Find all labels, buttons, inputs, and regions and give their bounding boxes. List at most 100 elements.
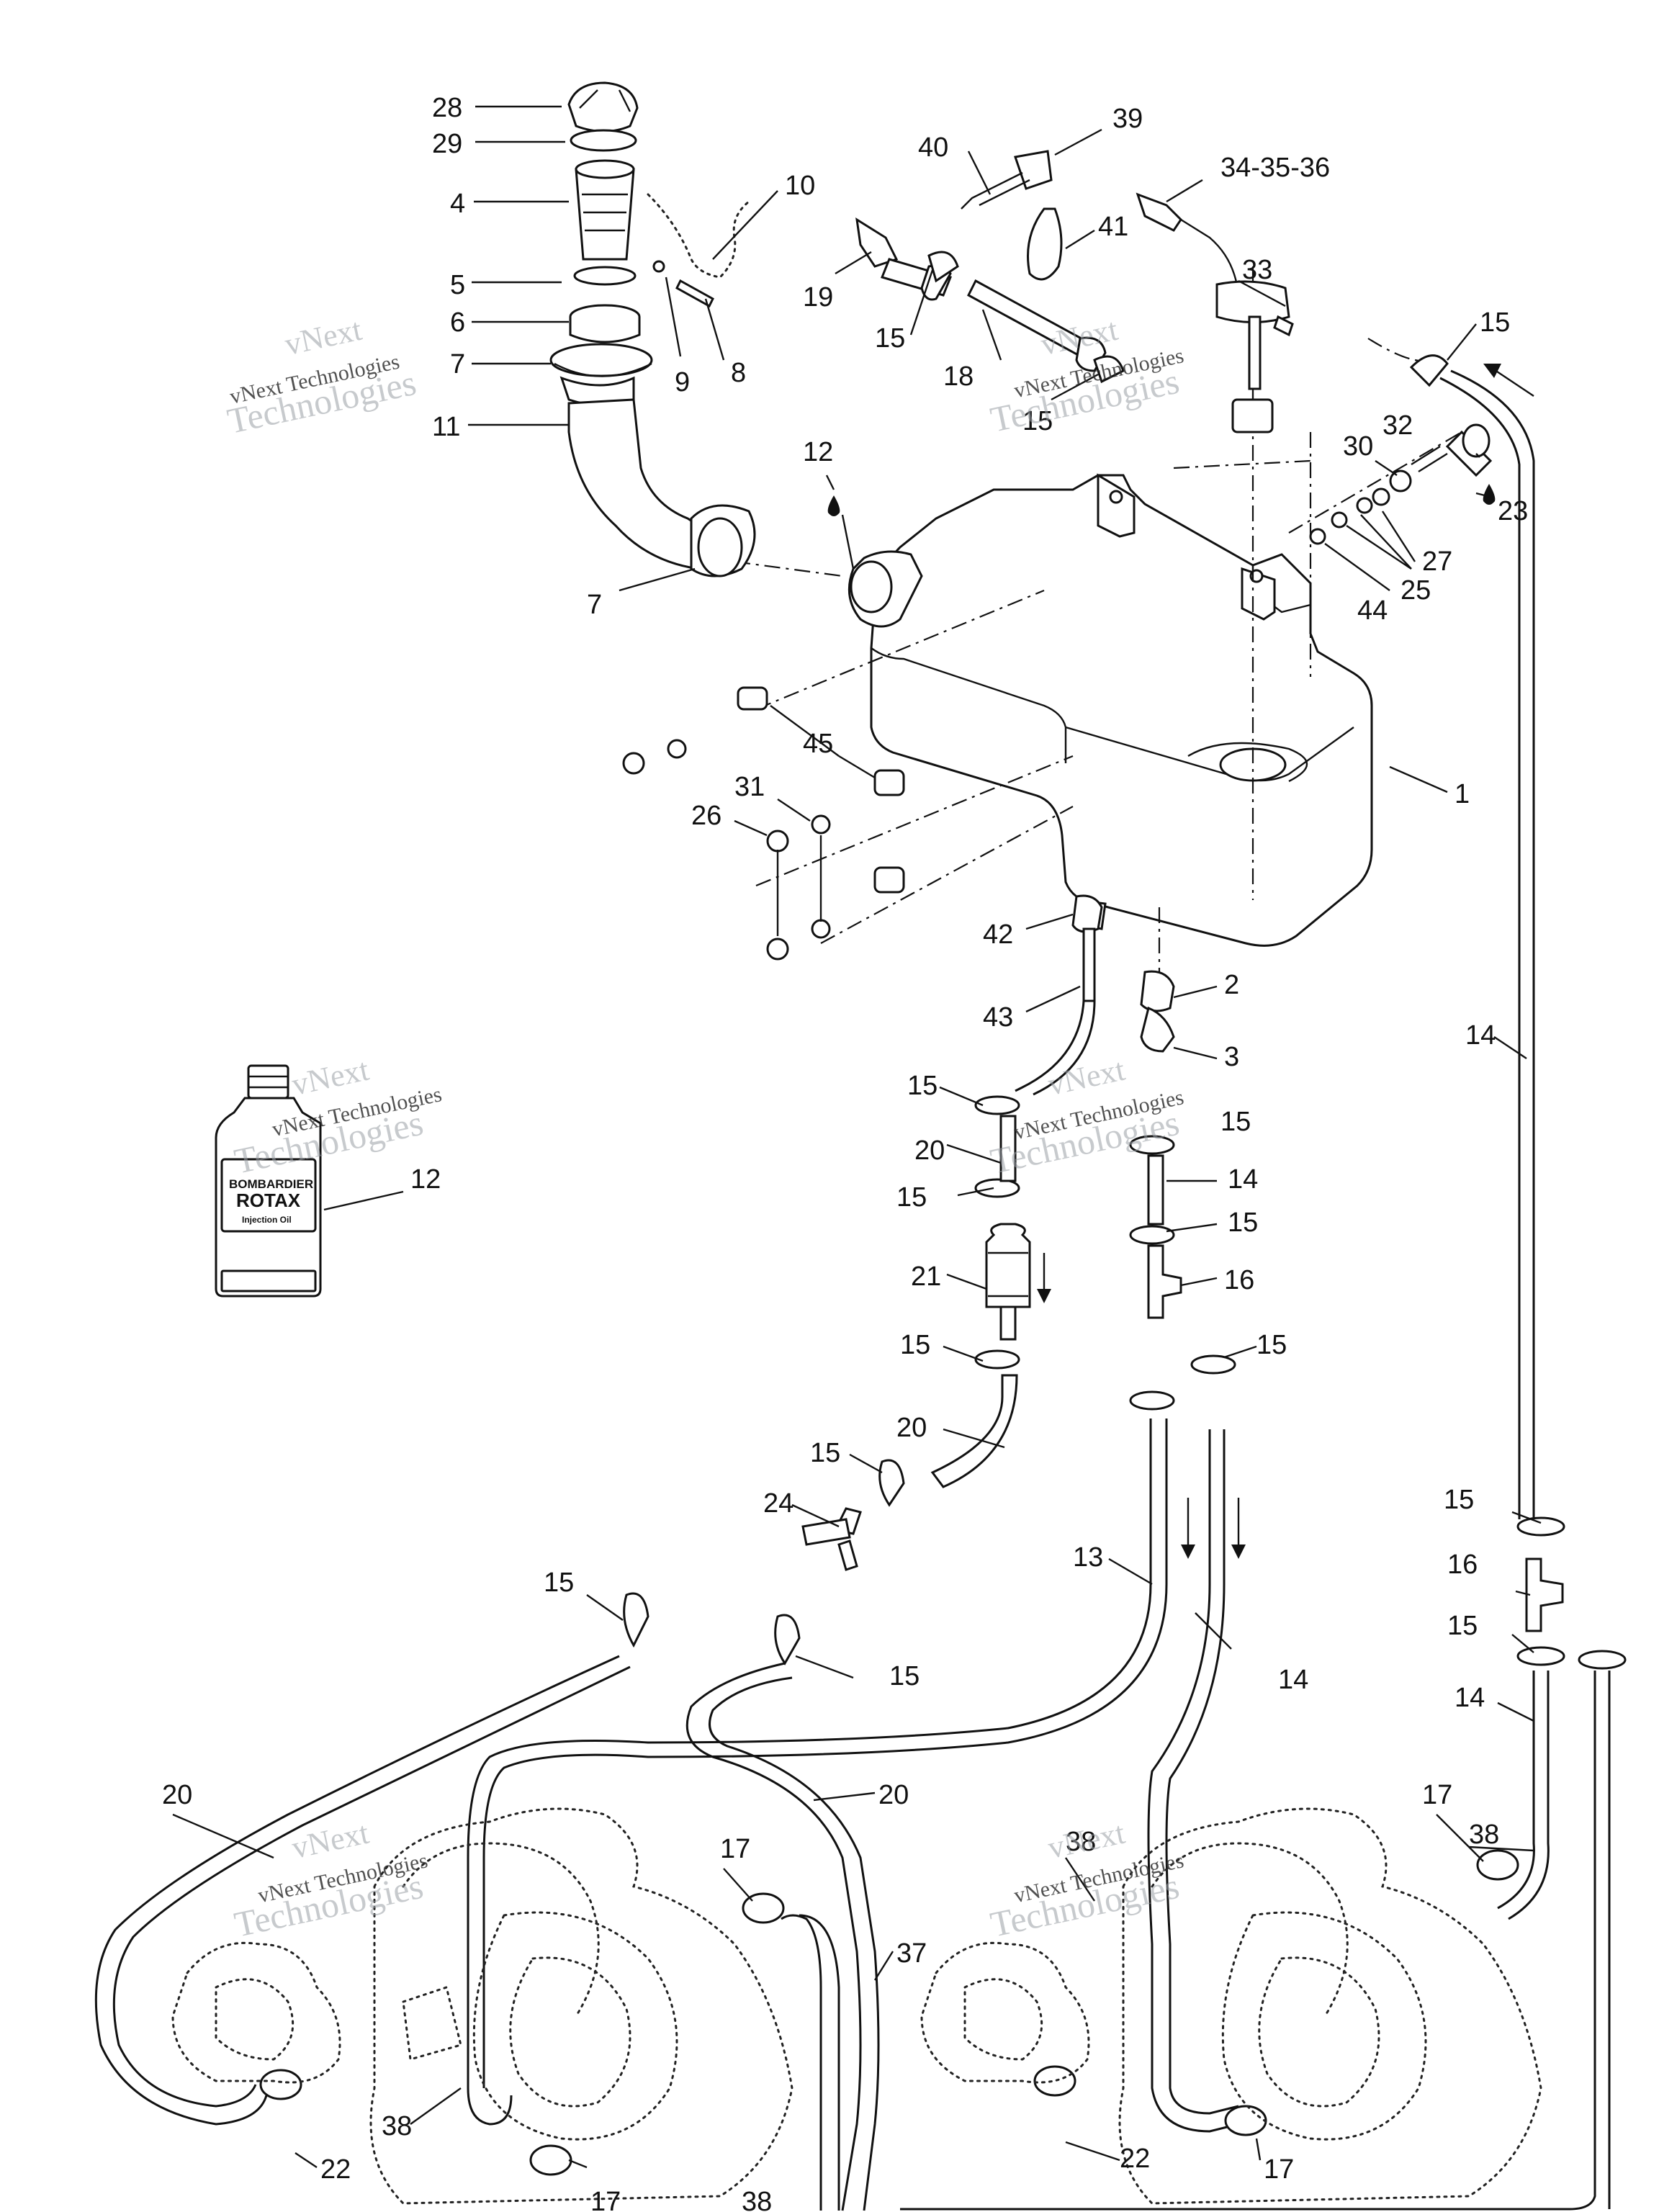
callout-10: 10 <box>785 171 815 201</box>
callout-25: 25 <box>1401 575 1431 606</box>
callout-38-bottom: 38 <box>742 2187 772 2212</box>
callout-4: 4 <box>450 189 465 219</box>
callout-20-center: 20 <box>878 1780 909 1810</box>
oil-tank <box>848 473 1373 947</box>
callout-15-f: 15 <box>1256 1330 1287 1360</box>
callout-13: 13 <box>1073 1542 1103 1573</box>
callout-44: 44 <box>1357 595 1388 626</box>
callout-12-bottle: 12 <box>410 1164 441 1195</box>
callout-14-right-upper: 14 <box>1465 1020 1496 1051</box>
bottle-type: Injection Oil <box>242 1215 292 1225</box>
callout-17-right-bottom: 17 <box>1264 2154 1294 2185</box>
callout-29: 29 <box>432 129 462 159</box>
oil-drop-icons <box>827 484 1496 516</box>
callout-15-top-right: 15 <box>1480 307 1510 338</box>
watermark-line1: vNext <box>1045 1052 1128 1102</box>
filler-cap-assembly <box>549 81 756 577</box>
oil-lines <box>94 369 1611 2211</box>
callout-38-left: 38 <box>382 2111 412 2141</box>
callout-15-c: 15 <box>896 1182 927 1213</box>
callout-17-center: 17 <box>720 1834 750 1864</box>
injection-oil-bottle: BOMBARDIER ROTAX Injection Oil <box>215 1064 322 1298</box>
callout-16-mid: 16 <box>1224 1265 1254 1295</box>
callout-38-center: 38 <box>1066 1827 1096 1857</box>
callout-15-a: 15 <box>907 1071 938 1101</box>
callout-8: 8 <box>731 358 746 388</box>
callout-11: 11 <box>432 412 460 442</box>
callout-42: 42 <box>983 920 1013 950</box>
callout-16-right: 16 <box>1447 1550 1478 1580</box>
callout-15-e: 15 <box>900 1330 930 1360</box>
engine-right-outline <box>920 1807 1542 2205</box>
callout-20-mid: 20 <box>896 1413 927 1443</box>
vent-sensor-assembly <box>855 150 1294 433</box>
callout-15-h: 15 <box>544 1568 574 1598</box>
callout-41: 41 <box>1098 212 1128 242</box>
callout-21: 21 <box>911 1262 941 1292</box>
watermark-line1: vNext <box>289 1815 372 1866</box>
callout-18: 18 <box>943 361 974 392</box>
callout-15-top-mid: 15 <box>1022 406 1053 436</box>
callout-40: 40 <box>918 132 948 163</box>
callout-17-right: 17 <box>1422 1780 1452 1810</box>
leader-lines <box>172 105 1542 2169</box>
callout-15-d: 15 <box>1228 1208 1258 1238</box>
callout-19: 19 <box>803 282 833 313</box>
engine-left-outline <box>171 1807 793 2205</box>
callout-12-tank: 12 <box>803 437 833 467</box>
watermark-top-left: vNext vNext Technologies Technologies <box>224 312 420 441</box>
callout-15-top-left: 15 <box>875 323 905 354</box>
callout-33: 33 <box>1242 255 1272 285</box>
callout-30: 30 <box>1343 431 1373 462</box>
callout-14-mid: 14 <box>1228 1164 1258 1195</box>
callout-45: 45 <box>803 729 833 759</box>
callout-23: 23 <box>1498 496 1528 526</box>
hose-clamps <box>623 251 1627 1670</box>
bottle-brand: BOMBARDIER <box>229 1177 313 1191</box>
watermark-bottom-right: vNext vNext Technologies Technologies <box>987 1815 1186 1945</box>
watermark-line1: vNext <box>1045 1815 1128 1866</box>
watermark-top-right: vNext vNext Technologies Technologies <box>987 312 1186 440</box>
callout-15-right-2: 15 <box>1447 1611 1478 1641</box>
callout-15-right-1: 15 <box>1444 1485 1474 1515</box>
callout-22-right: 22 <box>1120 2144 1150 2174</box>
flow-arrows <box>1037 364 1534 1559</box>
callout-24: 24 <box>763 1488 793 1519</box>
callout-39: 39 <box>1112 104 1143 134</box>
callout-9: 9 <box>675 367 690 397</box>
callout-43: 43 <box>983 1002 1013 1033</box>
mounting-hardware-left <box>622 686 905 961</box>
watermark-line1: vNext <box>282 312 364 362</box>
callout-6: 6 <box>450 307 465 338</box>
watermark-line1: vNext <box>289 1052 372 1102</box>
watermark-bottom-left: vNext vNext Technologies Technologies <box>231 1815 430 1945</box>
callout-5: 5 <box>450 270 465 300</box>
callout-20-left: 20 <box>162 1780 192 1810</box>
callout-1: 1 <box>1455 779 1470 809</box>
bottom-clamps <box>259 1849 1519 2176</box>
callout-27: 27 <box>1422 547 1452 577</box>
watermark-line1: vNext <box>1038 312 1120 362</box>
callout-labels: 28 29 4 10 5 6 7 9 8 11 7 12 40 39 34-35… <box>162 93 1528 2212</box>
callout-15-i: 15 <box>889 1661 920 1691</box>
callout-32: 32 <box>1382 410 1413 441</box>
callout-26: 26 <box>691 801 721 831</box>
callout-38-right: 38 <box>1469 1820 1499 1850</box>
callout-20-upper: 20 <box>914 1136 945 1166</box>
callout-34-35-36: 34-35-36 <box>1220 153 1330 183</box>
callout-7-upper: 7 <box>450 349 465 379</box>
callout-22-left: 22 <box>320 2154 351 2185</box>
callout-15-b: 15 <box>1220 1107 1251 1137</box>
callout-3: 3 <box>1224 1042 1239 1072</box>
bottle-product: ROTAX <box>236 1190 301 1211</box>
callout-7-lower: 7 <box>587 590 602 620</box>
callout-31: 31 <box>734 772 765 802</box>
mounting-hardware-right <box>1309 423 1493 545</box>
callout-2: 2 <box>1224 970 1239 1000</box>
callout-14-center: 14 <box>1278 1665 1308 1695</box>
watermark-mid-left: vNext vNext Technologies Technologies <box>231 1052 444 1182</box>
callout-15-g: 15 <box>810 1438 840 1468</box>
callout-17-bottom: 17 <box>590 2187 621 2212</box>
callout-37: 37 <box>896 1938 927 1969</box>
